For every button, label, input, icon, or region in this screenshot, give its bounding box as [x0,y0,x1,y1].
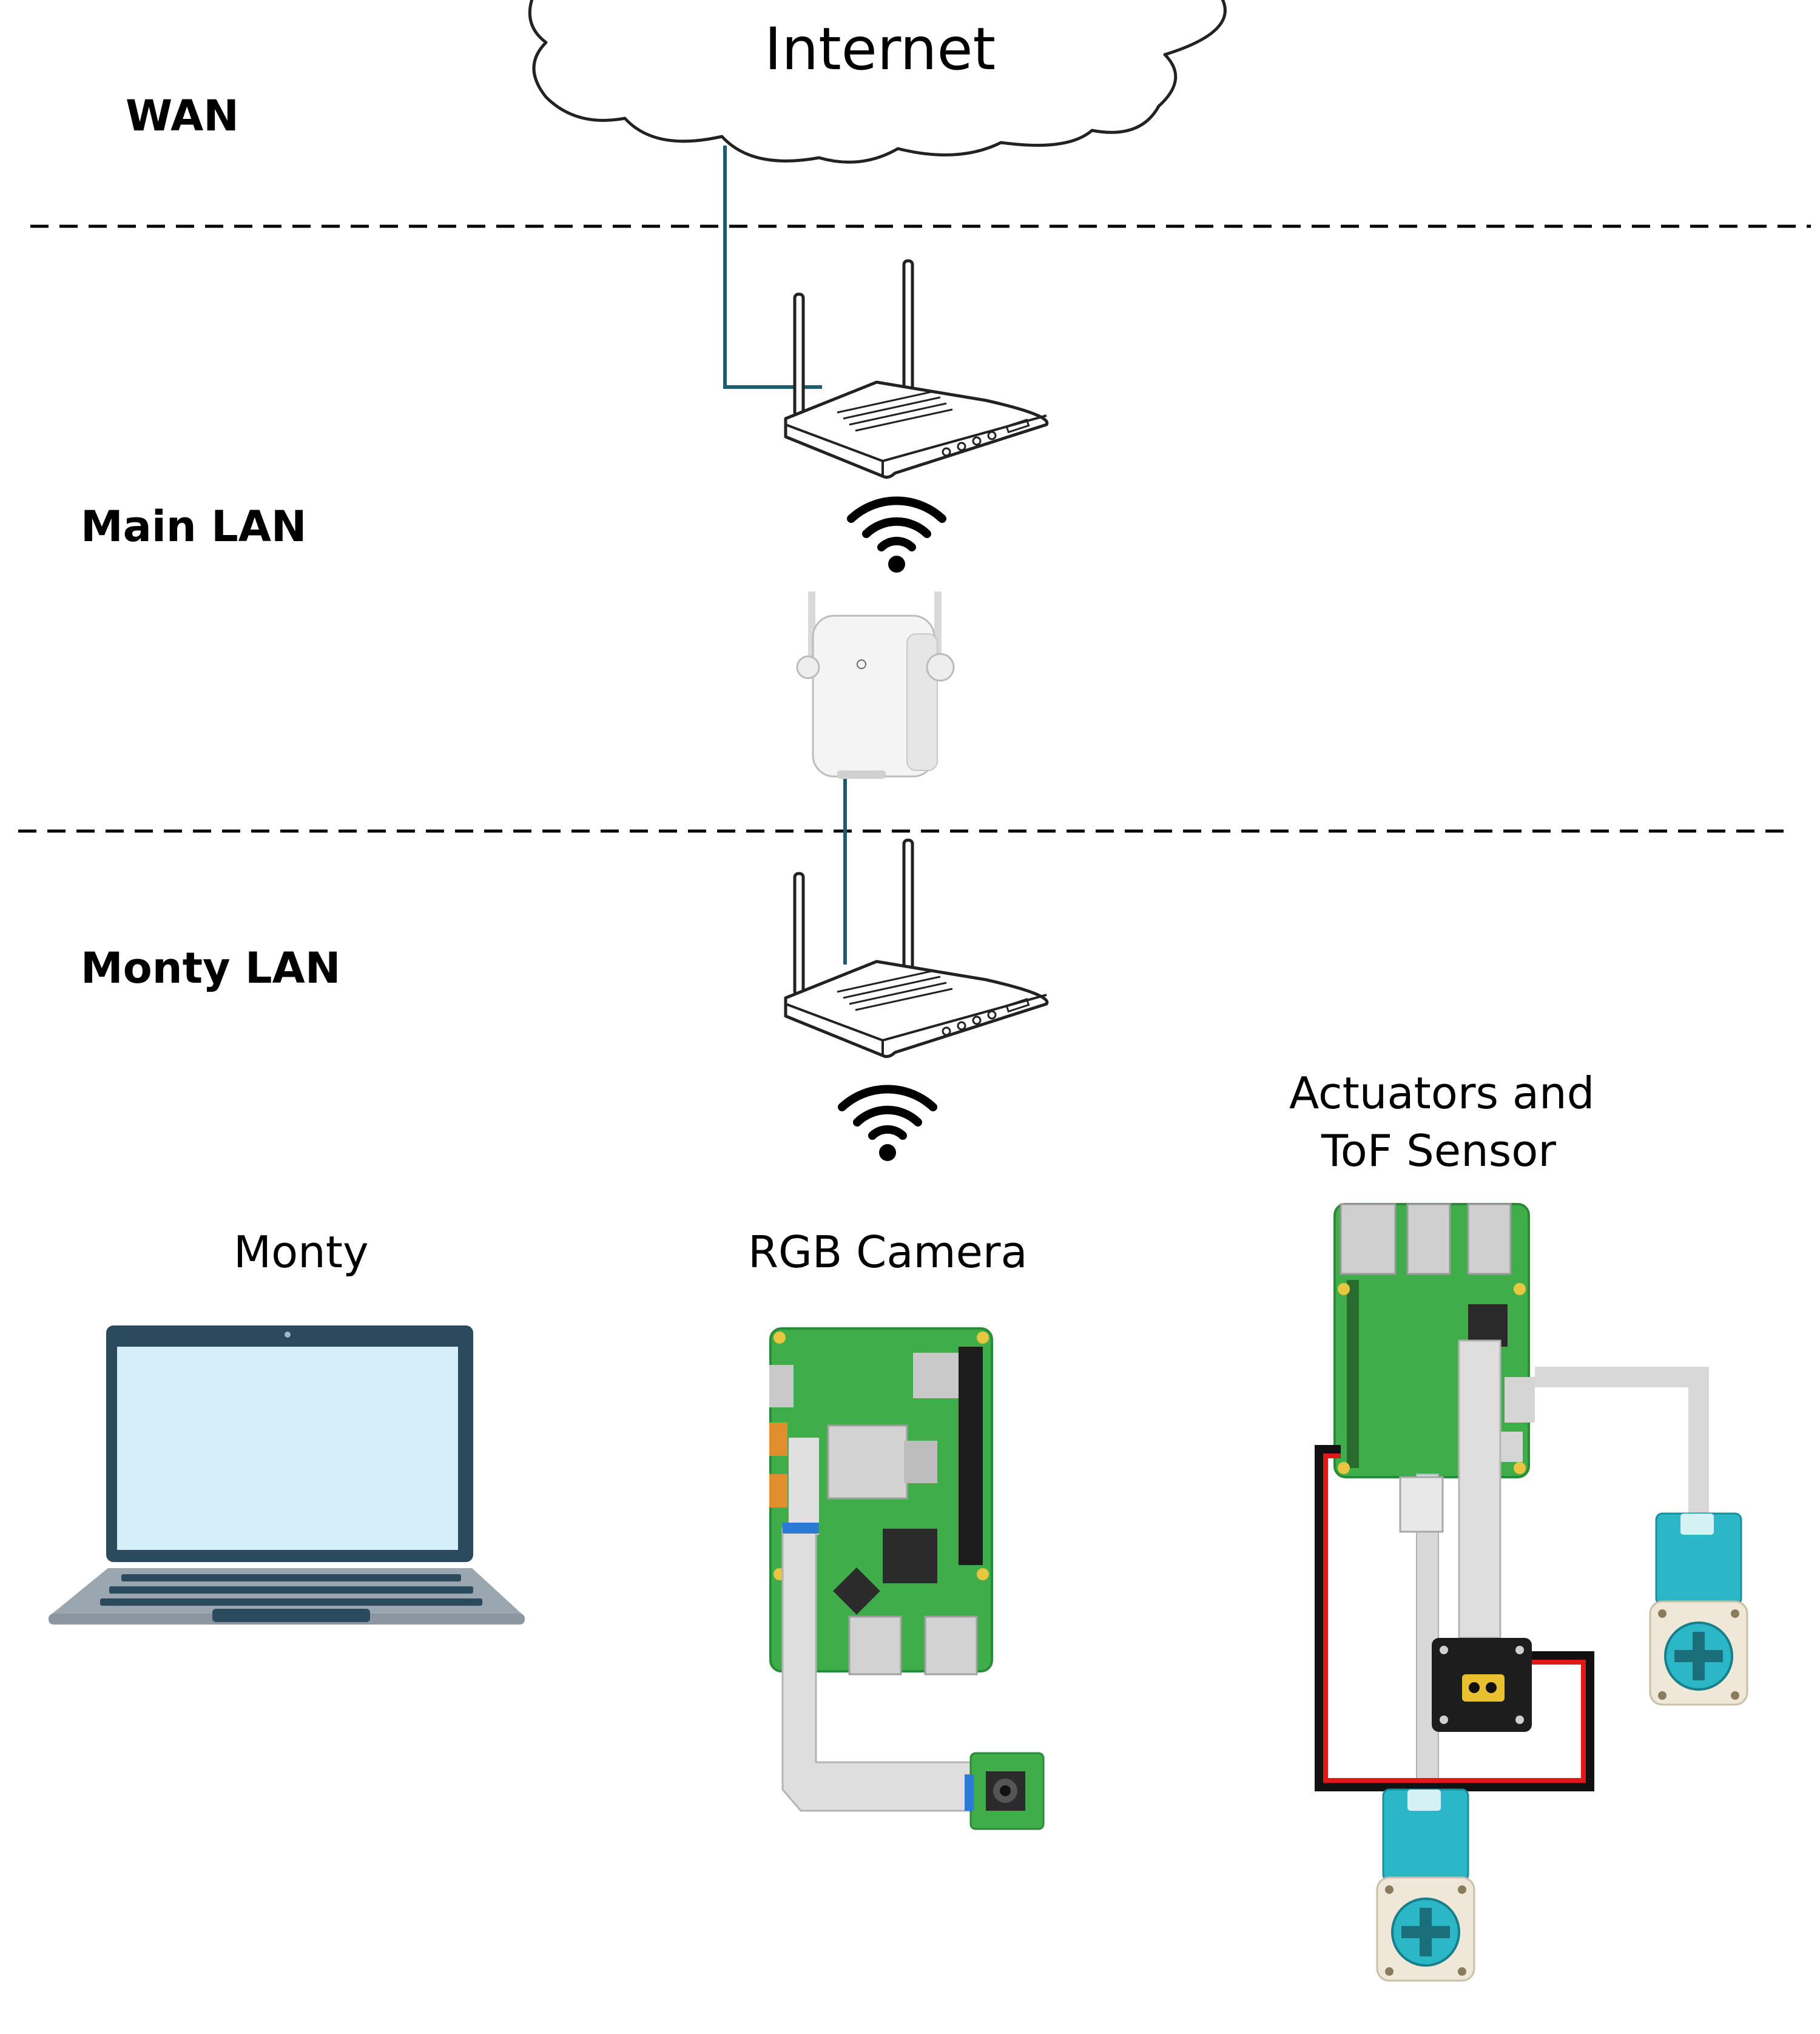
internet-to-router-cable [723,146,822,389]
monty-wifi-icon [842,1089,933,1161]
motor-a-icon [1376,1788,1475,1982]
main-lan-zone-label: Main LAN [81,502,307,551]
tof-sensor-icon [1432,1638,1532,1732]
internet-label: Internet [764,15,996,83]
rgb-camera-label: RGB Camera [748,1227,1028,1278]
rgb-camera-pi-board-icon [769,1327,993,1675]
motor-b-icon [1649,1512,1748,1706]
monty-router-icon [786,840,1047,1057]
power-wire-black [1315,1445,1594,1791]
monty-label: Monty [234,1227,369,1278]
actuators-label-line2: ToF Sensor [1321,1125,1556,1176]
camera-module-icon [965,1752,1045,1830]
actuators-pi-board-icon [1333,1203,1535,1478]
tof-ribbon-cable [1458,1339,1502,1639]
ribbon-connector [783,1523,819,1534]
port-a-connector [1399,1476,1444,1533]
main-router-icon [786,261,1047,477]
range-extender-icon [796,591,955,779]
power-wire-red [1323,1453,1586,1783]
wan-zone-label: WAN [126,91,239,141]
monty-lan-zone-label: Monty LAN [81,943,341,993]
motor-b-cable [1535,1367,1709,1517]
laptop-icon [49,1325,525,1625]
cloud-icon [528,0,1227,164]
main-wifi-icon [851,500,942,573]
actuators-label-line1: Actuators and [1289,1068,1595,1119]
